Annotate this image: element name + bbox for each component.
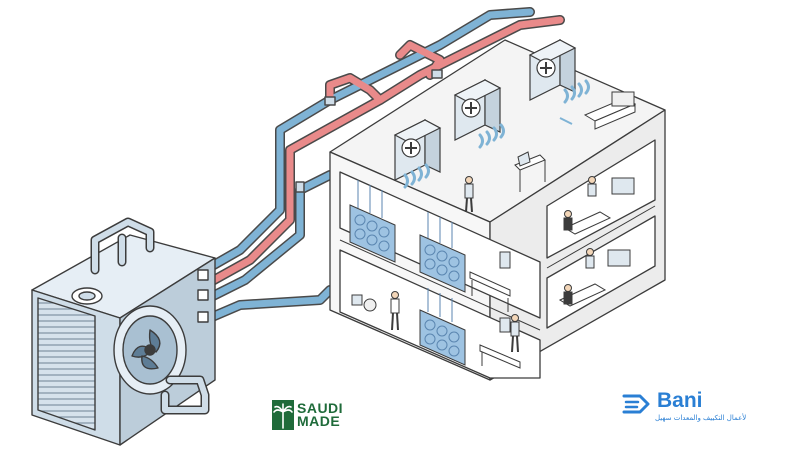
supply-pipe-loop <box>326 74 384 104</box>
vent-grille <box>37 297 96 431</box>
palm-tree-icon <box>272 400 294 430</box>
saudi-made-logo: SAUDI MADE <box>272 398 356 432</box>
pipe-network <box>200 7 565 325</box>
person-figure <box>464 176 474 213</box>
rooftop-unit-3 <box>528 39 590 104</box>
office-furniture <box>351 177 635 369</box>
rooftop-unit-1 <box>393 119 442 189</box>
roof-equipment <box>514 91 637 192</box>
bani-wave-icon <box>622 394 650 414</box>
bani-name: Bani <box>657 389 703 412</box>
rooftop-unit-2 <box>453 79 505 149</box>
outdoor-chiller-unit <box>31 217 216 446</box>
saudi-made-line1: SAUDI <box>297 400 344 416</box>
radiator-panel-upper-2 <box>419 212 466 293</box>
people-figures <box>390 176 597 353</box>
supply-pipe-loop-2 <box>396 41 444 79</box>
radiator-panel-lower <box>419 288 466 366</box>
radiator-panel-upper-1 <box>349 180 396 263</box>
return-pipe-upper <box>201 171 334 304</box>
saudi-made-line2: MADE <box>297 413 341 429</box>
bani-logo: Bani لأعمال التكييف والمعدات سهيل <box>622 389 746 430</box>
return-pipe-lower <box>201 286 334 324</box>
bani-tagline-ar: لأعمال التكييف والمعدات سهيل <box>655 414 747 422</box>
